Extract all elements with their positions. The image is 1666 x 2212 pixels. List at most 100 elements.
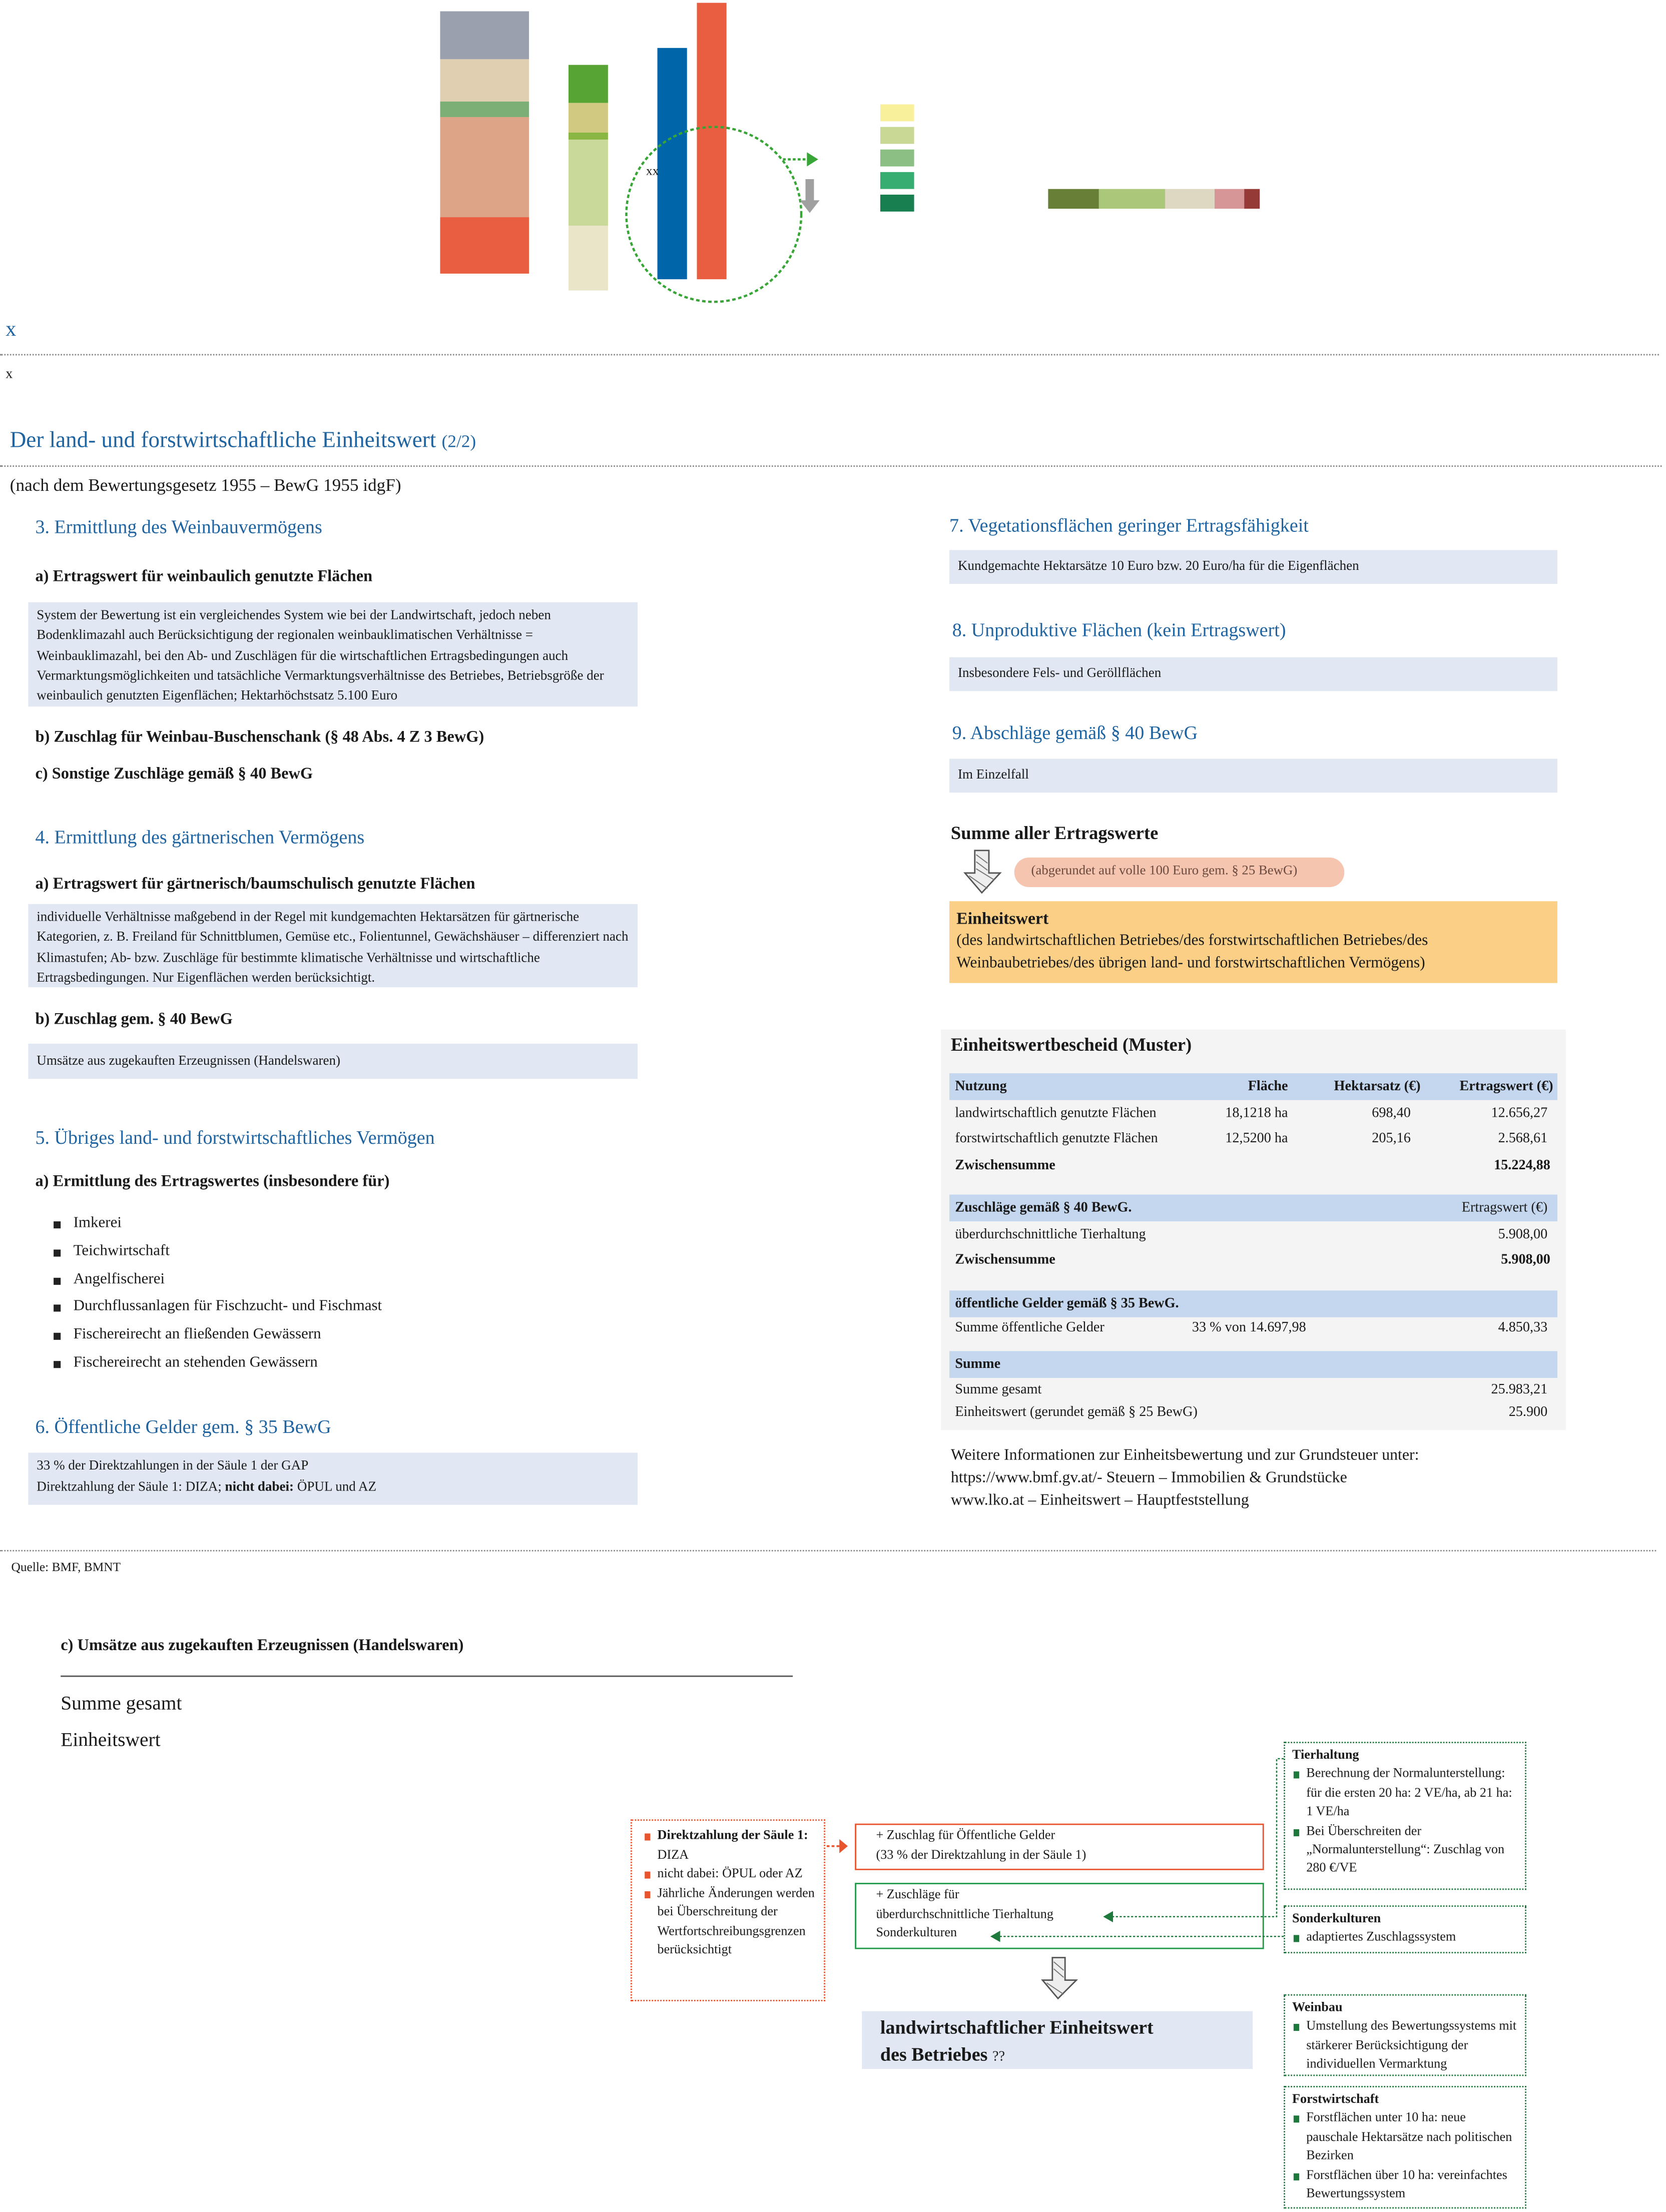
list-item: Umstellung des Bewertungssystems mit stä… xyxy=(1292,2019,1518,2075)
list-item: nicht dabei: ÖPUL oder AZ xyxy=(643,1866,818,1885)
list-item: Forstflächen über 10 ha: vereinfachtes B… xyxy=(1292,2167,1518,2205)
list-item: Fischereirecht an fließenden Gewässern xyxy=(51,1326,382,1354)
list-item: adaptiertes Zuschlagssystem xyxy=(1292,1930,1518,1949)
cell: überdurchschnittliche Tierhaltung xyxy=(955,1227,1146,1243)
table-row: Einheitswert (gerundet gemäß § 25 BewG) … xyxy=(949,1400,1557,1426)
list-item: Forstflächen unter 10 ha: neue pauschale… xyxy=(1292,2110,1518,2167)
line2-bold: nicht dabei: xyxy=(225,1479,294,1495)
text: + Zuschlag für Öffentliche Gelder xyxy=(876,1829,1055,1844)
table-row: Summe gesamt 25.983,21 xyxy=(949,1378,1557,1403)
lower-einheitswert: Einheitswert xyxy=(61,1730,161,1752)
cell: Summe xyxy=(955,1356,1001,1372)
text: DIZA xyxy=(657,1848,689,1863)
col-nutzung: Nutzung xyxy=(955,1079,1007,1095)
section-3a-heading: a) Ertragswert für weinbaulich genutzte … xyxy=(35,568,373,585)
cell: öffentliche Gelder gemäß § 35 BewG. xyxy=(955,1296,1179,1312)
gelder-header: öffentliche Gelder gemäß § 35 BewG. xyxy=(949,1290,1557,1317)
direktzahlung-box: Direktzahlung der Säule 1: DIZA nicht da… xyxy=(631,1819,825,2001)
section-9-heading: 9. Abschläge gemäß § 40 BewG xyxy=(952,722,1198,744)
cell: 25.900 xyxy=(1508,1404,1548,1420)
text: (33 % der Direktzahlung in der Säule 1) xyxy=(876,1848,1086,1863)
info-link-bmf[interactable]: https://www.bmf.gv.at/- Steuern – Immobi… xyxy=(950,1469,1347,1487)
cell: Summe öffentliche Gelder xyxy=(955,1320,1104,1336)
dotted-circle-icon xyxy=(625,126,818,303)
text: des Betriebes xyxy=(880,2043,988,2065)
section-8-heading: 8. Unproduktive Flächen (kein Ertragswer… xyxy=(952,619,1286,640)
table-row: Summe öffentliche Gelder 33 % von 14.697… xyxy=(949,1316,1557,1341)
bar-segment xyxy=(568,132,608,140)
section-4b-box: Umsätze aus zugekauften Erzeugnissen (Ha… xyxy=(28,1043,638,1079)
subtotal-row: Zwischensumme 5.908,00 xyxy=(949,1248,1557,1274)
list-item: Berechnung der Normalunterstellung: für … xyxy=(1292,1766,1518,1823)
color-legend xyxy=(880,104,914,218)
arrow-down-icon xyxy=(800,179,820,213)
page-subtitle: (nach dem Bewertungsgesetz 1955 – BewG 1… xyxy=(10,475,401,495)
arrow-right-icon xyxy=(826,1839,848,1853)
zuschlaege-box: + Zuschläge für überdurchschnittliche Ti… xyxy=(855,1883,1264,1949)
cell: forstwirtschaftlich genutzte Flächen xyxy=(955,1131,1158,1147)
section-4-heading: 4. Ermittlung des gärtnerischen Vermögen… xyxy=(35,826,365,848)
bar-segment xyxy=(568,140,608,226)
col-hektarsatz: Hektarsatz (€) xyxy=(1334,1079,1421,1095)
cell: 15.224,88 xyxy=(1494,1158,1550,1174)
bar-segment xyxy=(440,117,529,218)
section-7-box: Kundgemachte Hektarsätze 10 Euro bzw. 20… xyxy=(949,550,1557,584)
cell: 25.983,21 xyxy=(1491,1382,1548,1398)
legend-swatch xyxy=(880,104,914,122)
tierhaltung-box: Tierhaltung Berechnung der Normalunterst… xyxy=(1284,1742,1526,1890)
sonderkulturen-box: Sonderkulturen adaptiertes Zuschlagssyst… xyxy=(1284,1905,1526,1954)
legend-swatch xyxy=(880,172,914,189)
section-9-box: Im Einzelfall xyxy=(949,759,1557,793)
line2-text: Direktzahlung der Säule 1: DIZA; xyxy=(37,1479,222,1495)
section-3-heading: 3. Ermittlung des Weinbauvermögens xyxy=(35,516,322,537)
divider xyxy=(0,1550,1656,1552)
cell: Zuschläge gemäß § 40 BewG. xyxy=(955,1200,1132,1216)
info-text: Weitere Informationen zur Einheitsbewert… xyxy=(950,1447,1419,1464)
page-title-part: (2/2) xyxy=(441,431,476,452)
stacked-bar-2 xyxy=(568,65,608,291)
bar-segment xyxy=(1214,189,1245,209)
hatched-arrow-down-icon xyxy=(963,850,1002,894)
section-6-line1: 33 % der Direktzahlungen in der Säule 1 … xyxy=(37,1458,309,1474)
divider xyxy=(0,465,1662,467)
section-4a-box: individuelle Verhältnisse maßgebend in d… xyxy=(28,904,638,988)
text: überdurchschnittliche Tierhaltung xyxy=(876,1907,1053,1922)
summe-header: Summe xyxy=(949,1351,1557,1378)
forstwirtschaft-box: Forstwirtschaft Forstflächen unter 10 ha… xyxy=(1284,2086,1526,2209)
cell: 5.908,00 xyxy=(1501,1252,1550,1268)
section-6-heading: 6. Öffentliche Gelder gem. § 35 BewG xyxy=(35,1416,331,1437)
info-link-lko[interactable]: www.lko.at – Einheitswert – Hauptfestste… xyxy=(950,1492,1249,1510)
result-box: landwirtschaftlicher Einheitswert des Be… xyxy=(862,2011,1253,2069)
table-header: Nutzung Fläche Hektarsatz (€) Ertragswer… xyxy=(949,1073,1557,1100)
bar-segment xyxy=(440,11,529,60)
hatched-arrow-down-icon xyxy=(1041,1957,1078,2000)
list-item: Teichwirtschaft xyxy=(51,1242,382,1270)
cell: 2.568,61 xyxy=(1498,1131,1548,1147)
red-bar xyxy=(697,3,727,280)
bar-segment xyxy=(440,59,529,102)
cell: 18,1218 ha xyxy=(1225,1105,1288,1121)
decorative-graphic: xx xyxy=(0,0,1666,310)
legend-swatch xyxy=(880,149,914,167)
einheitswert-box: Einheitswert (des landwirtschaftlichen B… xyxy=(949,901,1557,983)
mark: ?? xyxy=(992,2049,1005,2065)
list-item: Bei Überschreiten der „Normalunterstellu… xyxy=(1292,1823,1518,1880)
list-item: Direktzahlung der Säule 1: DIZA xyxy=(643,1828,818,1866)
list-item: Jährliche Änderungen werden bei Überschr… xyxy=(643,1885,818,1961)
section-4b-heading: b) Zuschlag gem. § 40 BewG xyxy=(35,1011,233,1028)
cell: 12,5200 ha xyxy=(1225,1131,1288,1147)
list-item: Durchflussanlagen für Fischzucht- und Fi… xyxy=(51,1298,382,1326)
section-5-list: Imkerei Teichwirtschaft Angelfischerei D… xyxy=(51,1214,382,1382)
section-7-heading: 7. Vegetationsflächen geringer Ertragsfä… xyxy=(949,514,1309,536)
cell: Summe gesamt xyxy=(955,1382,1042,1398)
bar-segment xyxy=(1165,189,1215,209)
section-5a-heading: a) Ermittlung des Ertragswertes (insbeso… xyxy=(35,1173,390,1191)
cell: Zwischensumme xyxy=(955,1158,1055,1174)
bar-segment xyxy=(568,103,608,133)
blue-bar xyxy=(657,48,687,280)
lower-c-heading: c) Umsätze aus zugekauften Erzeugnissen … xyxy=(61,1637,464,1655)
section-6-box: 33 % der Direktzahlungen in der Säule 1 … xyxy=(28,1452,638,1505)
bar-segment xyxy=(568,226,608,291)
section-5-heading: 5. Übriges land- und forstwirtschaftlich… xyxy=(35,1127,435,1148)
result-line1: landwirtschaftlicher Einheitswert xyxy=(880,2016,1154,2038)
